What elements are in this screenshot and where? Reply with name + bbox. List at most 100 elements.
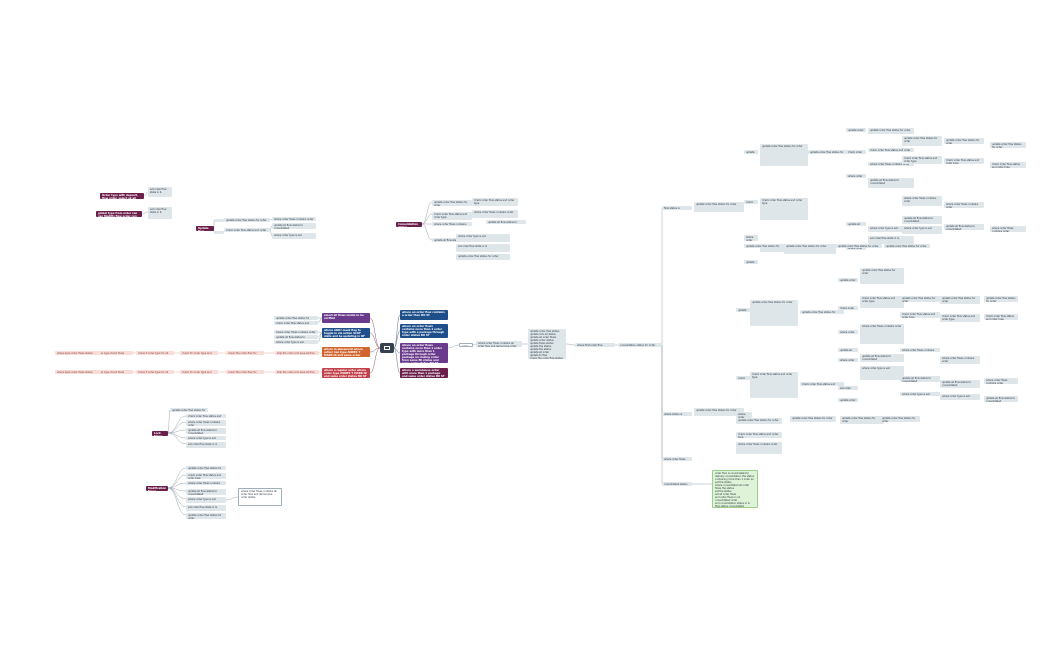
leaf-lock-flows[interactable]: where order type is set <box>186 436 226 440</box>
leaf-right[interactable]: update order flow status for order <box>760 144 808 166</box>
green-note[interactable]: order flow is consolidated to delivery c… <box>712 470 758 508</box>
leaf-modification-flows[interactable]: update order flow status for order <box>186 513 226 519</box>
leaf-right[interactable]: update order flow status for order <box>846 128 866 132</box>
leaf-right[interactable]: update order flow status for order <box>944 138 984 144</box>
pink-node[interactable]: check for order type and order flow stat… <box>180 370 218 374</box>
leaf-right[interactable]: update all flow status to consolidated <box>838 348 858 352</box>
leaf-right[interactable]: check order flow status and order type <box>902 156 942 164</box>
left-head-lh4[interactable]: Lock Flows <box>152 431 168 436</box>
leaf-right[interactable]: update order flow status for order <box>984 296 1018 302</box>
leaf-right[interactable]: where order flows contains order <box>868 162 914 166</box>
leaf-right[interactable]: check order flow status and order type <box>760 198 808 220</box>
leaf-right[interactable]: update order flow status for order <box>784 244 836 254</box>
leaf-list[interactable]: set order flow state in IL <box>148 207 172 219</box>
branch-b6[interactable]: where an order flows contains more than … <box>400 324 448 338</box>
leaf-update-flow[interactable]: check order flow status and order type <box>224 228 270 232</box>
leaf-right[interactable]: update all flow status to consolidated <box>846 222 866 226</box>
leaf-right[interactable]: check order flow status and order type <box>838 306 858 310</box>
order-flow-list[interactable]: update order flow status update lock all… <box>528 329 566 359</box>
leaf-right[interactable]: update order flow status for order <box>808 150 852 154</box>
leaf-right[interactable]: where order type is set <box>868 226 914 232</box>
leaf-right[interactable]: where order flows contains order <box>736 412 752 418</box>
leaf-right[interactable]: where order type is set <box>860 366 904 380</box>
branch-b7[interactable]: where an order flows contains more than … <box>400 343 448 363</box>
leaf-right[interactable]: check order flow status and order type <box>984 314 1018 320</box>
leaf-lock-flows[interactable]: check order flow status and order type <box>186 414 226 418</box>
leaf-right[interactable]: update all flow status to consolidated <box>902 216 942 224</box>
leaf-right[interactable]: update order flow status for order <box>900 296 940 302</box>
pink-node[interactable]: check the order flow for order status <box>226 351 264 355</box>
leaf-right[interactable]: check order flow status and order type <box>736 432 782 438</box>
leaf-consolidation-detail[interactable]: where order flows contains order <box>472 210 518 218</box>
note-box[interactable]: where order flows contains all order flo… <box>238 488 282 506</box>
leaf-right[interactable]: update order flow status for order <box>744 244 784 248</box>
leaf-right[interactable]: update order flow status for order <box>880 416 920 422</box>
pink-node[interactable]: ship the order and save all flow order t… <box>275 351 319 355</box>
leaf-update-flow[interactable]: update order flow status for order <box>224 218 270 222</box>
leaf-right[interactable]: set order flow state in IL <box>868 236 914 244</box>
leaf-modification-flows[interactable]: check order flow status and order type <box>186 473 226 479</box>
consolidation-il[interactable]: consolidation status for order flow in I… <box>618 343 662 347</box>
leaf-right[interactable]: update order flow status for order <box>902 136 942 146</box>
leaf-right[interactable]: where order flows contains order <box>744 235 758 241</box>
leaf-consolidation[interactable]: check order flow status and order type <box>432 212 472 220</box>
leaf-list[interactable]: set order flow state in IL <box>148 187 172 197</box>
branch-b8[interactable]: where a warehouse order with more than 1… <box>400 368 448 378</box>
consolidation-ok[interactable]: where first order flow consolidation is … <box>575 343 615 347</box>
leaf-consolidation[interactable]: where order flows contains order <box>432 222 472 226</box>
leaf-right[interactable]: update all flow status to consolidated <box>900 376 940 382</box>
leaf-right[interactable]: update order flow status for order <box>750 300 798 326</box>
branch-b1[interactable]: select all flows inside to be verified <box>322 313 370 323</box>
right-l1-r4[interactable]: consolidated status for order flow <box>662 482 692 486</box>
leaf-right[interactable]: where order type is set <box>900 392 940 396</box>
leaf-right[interactable]: check order flow status and order type <box>944 158 984 164</box>
leaf-right[interactable]: update order flow status for order <box>736 308 752 312</box>
branch-b2[interactable]: where ADD? mask flag to toggle in via ac… <box>322 328 370 338</box>
pink-node[interactable]: where type order flows status <box>55 351 101 355</box>
leaf-left[interactable]: where order flows contains order <box>274 330 318 334</box>
pink-node[interactable]: where type order flows status <box>55 370 101 374</box>
leaf-right[interactable]: update order flow status for order <box>838 278 858 282</box>
leaf-left[interactable]: check order flow status and order type <box>274 321 318 325</box>
leaf-right[interactable]: update order flow status for order <box>800 310 844 314</box>
center-node[interactable] <box>380 343 394 353</box>
left-head-lh3[interactable]: Update flow <box>196 226 214 231</box>
connector-stub[interactable] <box>214 231 224 234</box>
order-flow-node[interactable]: order flow <box>459 343 473 347</box>
leaf-left[interactable]: update order flow status for order <box>274 316 318 320</box>
left-head-lh1[interactable]: Order type with deposit, flow order, sel… <box>100 193 144 199</box>
right-l1-r2[interactable]: where status is consolidated <box>662 412 692 416</box>
leaf-right[interactable]: update all flow status to consolidated <box>860 354 904 362</box>
leaf-right[interactable]: where order flows contains order <box>944 202 984 208</box>
leaf-consolidation-detail[interactable]: update all flow status to consolidated <box>486 220 526 224</box>
connector-stub[interactable] <box>214 219 224 222</box>
leaf-right[interactable]: check order flow status and order type <box>990 162 1026 168</box>
leaf-right[interactable]: where order flows contains order <box>838 330 858 334</box>
leaf-right[interactable]: where order flows contains order <box>860 324 904 344</box>
right-l1-r3[interactable]: where order flows contains more than 1 o… <box>662 457 692 461</box>
pink-node[interactable]: check if order type for all flow <box>136 370 174 374</box>
branch-b5[interactable]: where an order flow contains a order the… <box>400 310 448 320</box>
leaf-right[interactable]: check order flow status and order type <box>940 314 980 322</box>
leaf-right[interactable]: update all flow status to consolidated <box>944 224 984 230</box>
leaf-right[interactable]: where order flows contains order <box>846 174 866 178</box>
leaf-modification-flows[interactable]: where order type is set <box>186 497 226 503</box>
leaf-right[interactable]: where order type is set <box>940 394 980 400</box>
leaf-right[interactable]: check order flow status and order type <box>750 372 798 398</box>
pink-node[interactable]: check if order type for all flow <box>136 351 174 355</box>
leaf-right[interactable]: update order flow status for order <box>836 244 882 248</box>
leaf-right[interactable]: where order flows contains order <box>900 348 940 352</box>
leaf-right[interactable]: where order type is set <box>846 246 866 250</box>
leaf-right[interactable]: update all flow status to consolidated <box>984 396 1018 402</box>
leaf-right[interactable]: update all flow status to consolidated <box>868 178 914 188</box>
leaf-right[interactable]: update order flow status for order <box>790 416 836 422</box>
left-head-lh5[interactable]: Modification Flows <box>146 486 168 491</box>
leaf-right[interactable]: update order flow status for order <box>990 142 1026 148</box>
branch-b4[interactable]: where a regular order where order type A… <box>322 368 370 378</box>
leaf-modification-flows[interactable]: update all flow status to consolidated <box>186 489 226 495</box>
left-head-lh6[interactable]: Consolidation status <box>396 222 422 227</box>
leaf-consolidation-detail[interactable]: check order flow status and order type <box>472 198 518 206</box>
leaf-consolidation[interactable]: update order flow status for order <box>432 200 472 206</box>
leaf-right[interactable]: where order flows contains order <box>902 196 942 206</box>
leaf-update-flow[interactable]: where order type is set <box>272 233 316 239</box>
